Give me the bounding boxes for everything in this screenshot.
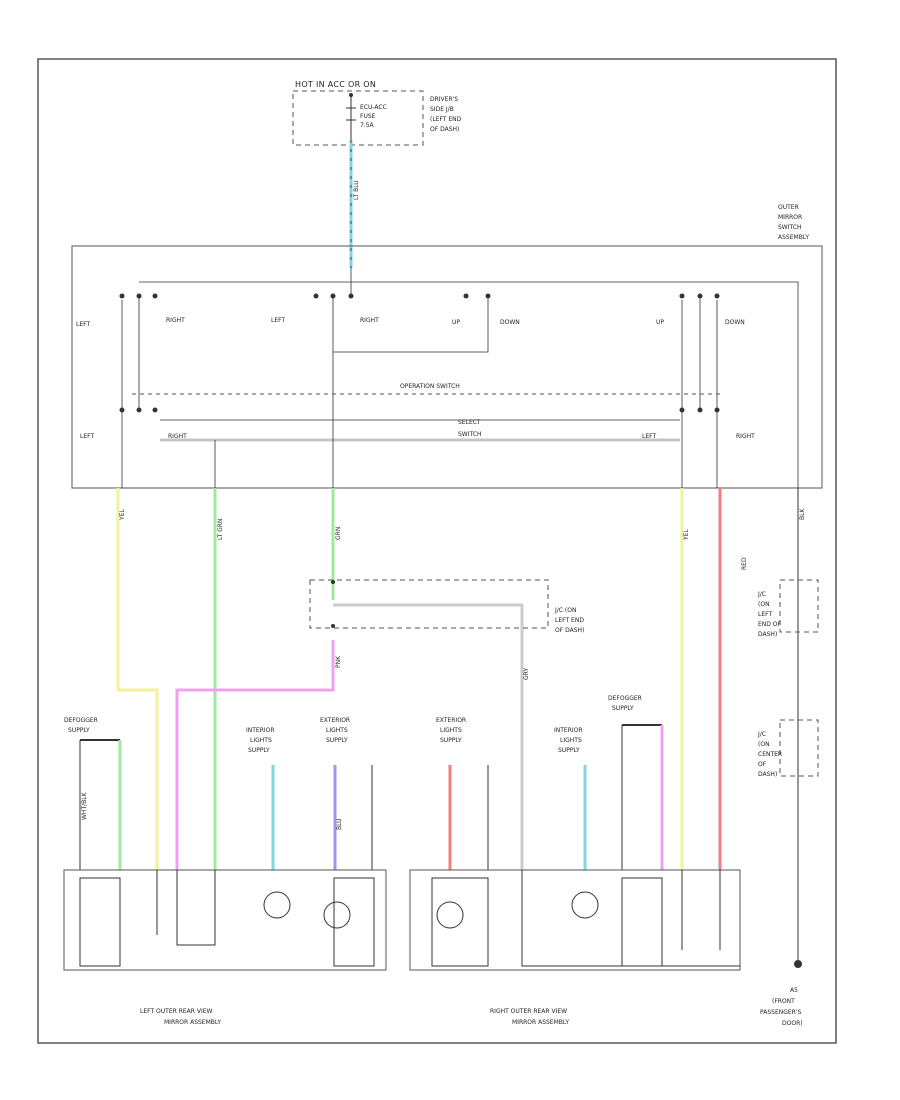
junction-center-line-1: J/C	[757, 731, 766, 738]
fuse-location-line-1: DRIVER'S	[430, 96, 458, 103]
wire-code-pnk: PNK	[335, 655, 342, 668]
ground-label-1: A5	[790, 987, 798, 994]
supply-right-interior-1: INTERIOR	[554, 727, 583, 734]
switch-top-label-right-2: RIGHT	[360, 317, 379, 324]
supply-left-interior-3: SUPPLY	[248, 747, 270, 754]
switch-top-label-up-1: UP	[452, 319, 460, 326]
right-mirror-label-2: MIRROR ASSEMBLY	[512, 1019, 569, 1026]
ground-label-2: (FRONT	[772, 998, 795, 1005]
left-mirror-label-2: MIRROR ASSEMBLY	[164, 1019, 221, 1026]
junction-right-line-5: DASH)	[758, 631, 777, 638]
junction-center-line-2: (ON	[758, 741, 770, 748]
supply-left-exterior-3: SUPPLY	[326, 737, 348, 744]
ground-point: A5 (FRONT PASSENGER'S DOOR)	[760, 960, 803, 1027]
switch-top-label-down-2: DOWN	[725, 319, 745, 326]
supply-right-interior-3: SUPPLY	[558, 747, 580, 754]
switch-top-label-right-1: RIGHT	[166, 317, 185, 324]
supply-feeds	[79, 724, 664, 870]
wire-code-red: RED	[741, 557, 748, 570]
switch-top-label-left-1: LEFT	[76, 321, 90, 328]
supply-right-exterior-3: SUPPLY	[440, 737, 462, 744]
switch-top-label-left-2: LEFT	[271, 317, 285, 324]
wire-code-wht-blk: WHT/BLK	[81, 791, 88, 820]
switch-title-line-1: OUTER	[778, 204, 799, 211]
supply-left-defogger-1: DEFOGGER	[64, 717, 98, 724]
wire-code-blk: BLK	[799, 508, 806, 520]
switch-top-label-up-2: UP	[656, 319, 664, 326]
supply-right-defogger-1: DEFOGGER	[608, 695, 642, 702]
switch-bottom-label-right-1: RIGHT	[168, 433, 187, 440]
wires	[116, 488, 799, 960]
switch-bottom-label-right-2: RIGHT	[736, 433, 755, 440]
supply-left-defogger-2: SUPPLY	[68, 727, 90, 734]
junction-left: J/C (ON LEFT END OF DASH)	[309, 579, 584, 634]
wire-code-ltgrn: LT GRN	[217, 519, 224, 540]
fuse-rating: 7.5A	[360, 122, 375, 129]
junction-center-line-4: OF	[758, 761, 767, 768]
switch-bottom-label-left-1: LEFT	[80, 433, 94, 440]
wire-yel-left	[116, 488, 159, 870]
fuse-location-line-3: (LEFT END	[430, 116, 462, 123]
power-fuse-box: HOT IN ACC OR ON ECU-ACC FUSE 7.5A DRIVE…	[292, 80, 462, 146]
supply-right-interior-2: LIGHTS	[560, 737, 582, 744]
wire-code-grn: GRN	[335, 527, 342, 540]
junction-right-line-2: (ON	[758, 601, 770, 608]
select-switch-label-2: SWITCH	[458, 431, 482, 438]
ground-label-3: PASSENGER'S	[760, 1009, 801, 1016]
supply-left-exterior-1: EXTERIOR	[320, 717, 350, 724]
power-source-label: HOT IN ACC OR ON	[295, 80, 376, 89]
wire-code-yel-left: YEL	[119, 509, 126, 521]
right-mirror-assembly	[409, 869, 741, 971]
fuse-name: ECU-ACC	[360, 104, 387, 111]
switch-title-line-4: ASSEMBLY	[778, 234, 809, 241]
wire-code-gry: GRY	[523, 668, 530, 680]
select-switch-label-1: SELECT	[458, 419, 481, 426]
diagram-frame	[37, 58, 837, 1044]
operation-switch-label: OPERATION SWITCH	[400, 383, 460, 390]
supply-right-exterior-2: LIGHTS	[440, 727, 462, 734]
junction-left-line-2: LEFT END	[555, 617, 584, 624]
fuse-location-line-4: OF DASH)	[430, 126, 459, 133]
wire-gry	[333, 603, 524, 870]
fuse-location-line-2: SIDE J/B	[430, 106, 454, 113]
junction-right: J/C (ON LEFT END OF DASH)	[757, 579, 819, 638]
supply-left-interior-2: LIGHTS	[250, 737, 272, 744]
switch-top-label-down-1: DOWN	[500, 319, 520, 326]
supply-left-interior-1: INTERIOR	[246, 727, 275, 734]
supply-right-exterior-1: EXTERIOR	[436, 717, 466, 724]
left-mirror-label-1: LEFT OUTER REAR VIEW	[140, 1008, 213, 1015]
junction-right-line-1: J/C	[757, 591, 766, 598]
switch-bottom-label-left-2: LEFT	[642, 433, 656, 440]
supply-left-exterior-2: LIGHTS	[326, 727, 348, 734]
wire-code-blu: BLU	[336, 818, 343, 830]
switch-title-line-3: SWITCH	[778, 224, 802, 231]
ground-label-4: DOOR)	[782, 1020, 803, 1027]
junction-center: J/C (ON CENTER OF DASH)	[757, 719, 819, 778]
fuse-type: FUSE	[360, 113, 376, 120]
junction-right-line-3: LEFT	[758, 611, 772, 618]
junction-center-line-5: DASH)	[758, 771, 777, 778]
junction-right-line-4: END OF	[758, 621, 782, 628]
wire-code-yel-right: YEL	[683, 529, 690, 541]
supply-right-defogger-2: SUPPLY	[612, 705, 634, 712]
junction-center-line-3: CENTER	[758, 751, 782, 758]
right-mirror-label-1: RIGHT OUTER REAR VIEW	[490, 1008, 567, 1015]
left-mirror-assembly	[63, 869, 387, 971]
wire-code-feed: LT BLU	[353, 180, 360, 200]
junction-left-line-3: OF DASH)	[555, 627, 584, 634]
outer-mirror-switch-assembly: OUTER MIRROR SWITCH ASSEMBLY LEFT RIGHT …	[71, 204, 823, 489]
switch-title-line-2: MIRROR	[778, 214, 802, 221]
wire-pnk-center	[175, 640, 335, 870]
junction-left-line-1: J/C (ON	[554, 607, 576, 614]
